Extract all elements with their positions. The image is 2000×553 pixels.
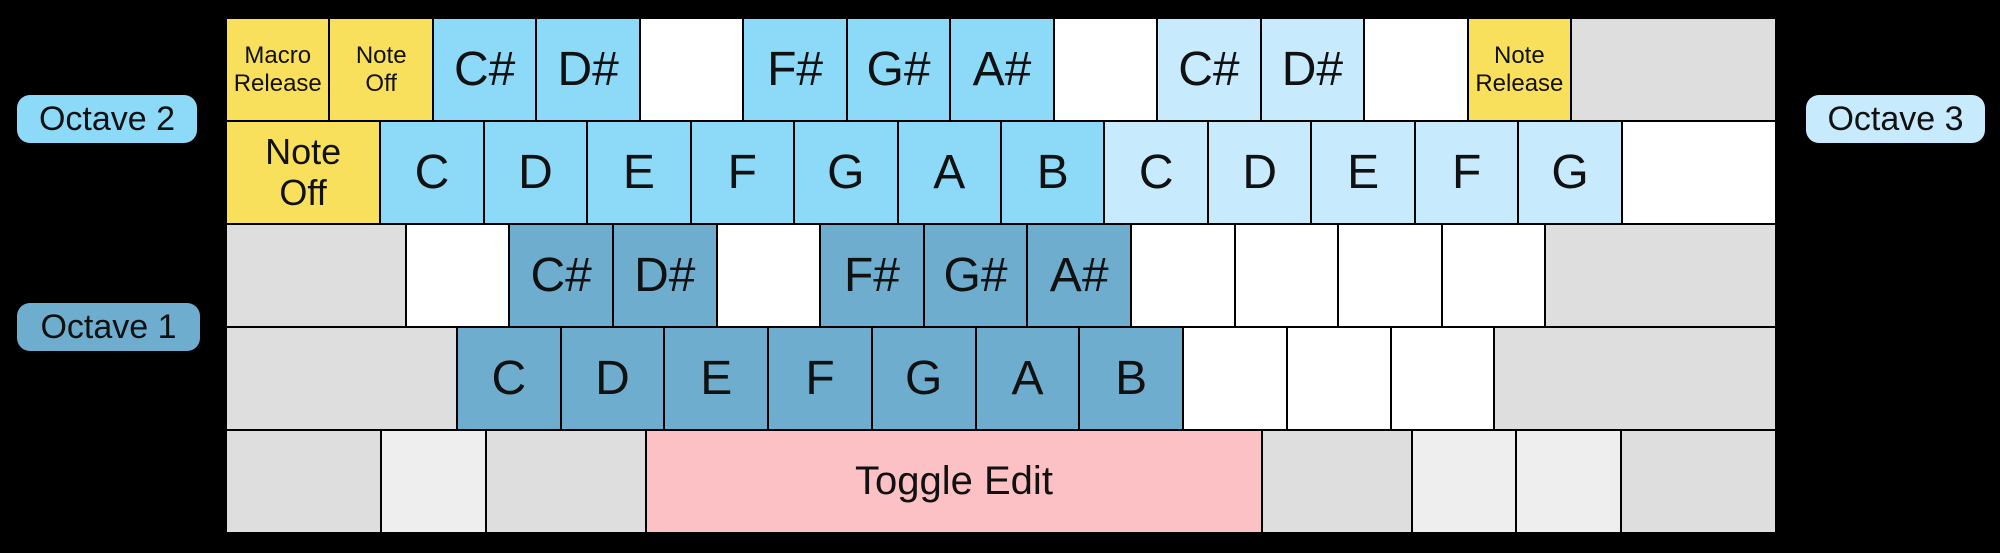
key-d: D bbox=[560, 327, 665, 430]
key-g: G bbox=[871, 327, 976, 430]
key-d: D bbox=[1207, 121, 1312, 224]
key-note-release: Note Release bbox=[1467, 18, 1572, 121]
key-c-sharp: C# bbox=[1157, 18, 1261, 121]
key-modifier-blank bbox=[226, 430, 382, 533]
key-a: A bbox=[897, 121, 1002, 224]
key-d-sharp: D# bbox=[1260, 18, 1365, 121]
key-g: G bbox=[1518, 121, 1622, 224]
key-a: A bbox=[975, 327, 1080, 430]
key-b: B bbox=[1079, 327, 1184, 430]
key-f: F bbox=[1414, 121, 1519, 224]
key-c-sharp: C# bbox=[509, 224, 613, 327]
key-white-blank bbox=[1364, 18, 1468, 121]
key-white-blank bbox=[405, 224, 510, 327]
key-white-blank bbox=[1053, 18, 1158, 121]
key-g: G bbox=[794, 121, 898, 224]
key-white-blank bbox=[1621, 121, 1777, 224]
key-modifier-blank bbox=[1494, 327, 1777, 430]
key-a-sharp: A# bbox=[1027, 224, 1131, 327]
key-modifier-blank bbox=[1261, 430, 1413, 533]
key-modifier-blank bbox=[1545, 224, 1776, 327]
key-white-blank bbox=[1390, 327, 1495, 430]
octave-1-label: Octave 1 bbox=[17, 303, 200, 351]
key-e: E bbox=[587, 121, 691, 224]
key-white-blank bbox=[1234, 224, 1339, 327]
key-d-sharp: D# bbox=[612, 224, 717, 327]
key-modifier-blank bbox=[1571, 18, 1777, 121]
key-white-blank bbox=[1130, 224, 1235, 327]
key-d: D bbox=[483, 121, 588, 224]
octave-3-label: Octave 3 bbox=[1806, 95, 1985, 143]
key-c: C bbox=[456, 327, 561, 430]
octave-2-label: Octave 2 bbox=[17, 95, 197, 143]
key-modifier-blank bbox=[1620, 430, 1776, 533]
key-modifier-blank bbox=[381, 430, 486, 533]
key-e: E bbox=[1311, 121, 1415, 224]
key-f-sharp: F# bbox=[743, 18, 847, 121]
key-note-off: Note Off bbox=[226, 121, 381, 224]
key-modifier-blank bbox=[485, 430, 647, 533]
key-d-sharp: D# bbox=[536, 18, 640, 121]
key-b: B bbox=[1001, 121, 1105, 224]
key-a-sharp: A# bbox=[950, 18, 1054, 121]
key-c: C bbox=[380, 121, 484, 224]
key-f-sharp: F# bbox=[820, 224, 924, 327]
key-f: F bbox=[768, 327, 872, 430]
key-macro-release: Macro Release bbox=[226, 18, 330, 121]
keyboard-row-5: Toggle Edit bbox=[226, 430, 1776, 533]
key-note-off: Note Off bbox=[329, 18, 433, 121]
key-white-blank bbox=[1441, 224, 1546, 327]
key-white-blank bbox=[639, 18, 744, 121]
key-g-sharp: G# bbox=[923, 224, 1028, 327]
key-white-blank bbox=[1286, 327, 1391, 430]
key-white-blank bbox=[1338, 224, 1442, 327]
key-toggle-edit: Toggle Edit bbox=[646, 430, 1262, 533]
key-c-sharp: C# bbox=[432, 18, 537, 121]
key-f: F bbox=[690, 121, 795, 224]
key-modifier-blank bbox=[1516, 430, 1621, 533]
key-g-sharp: G# bbox=[846, 18, 951, 121]
key-white-blank bbox=[1183, 327, 1287, 430]
key-c: C bbox=[1104, 121, 1208, 224]
keyboard-row-3: C#D# F#G#A# bbox=[226, 224, 1776, 327]
key-e: E bbox=[664, 327, 769, 430]
key-modifier-blank bbox=[226, 327, 457, 430]
key-modifier-blank bbox=[1412, 430, 1517, 533]
key-white-blank bbox=[716, 224, 821, 327]
key-modifier-blank bbox=[226, 224, 406, 327]
